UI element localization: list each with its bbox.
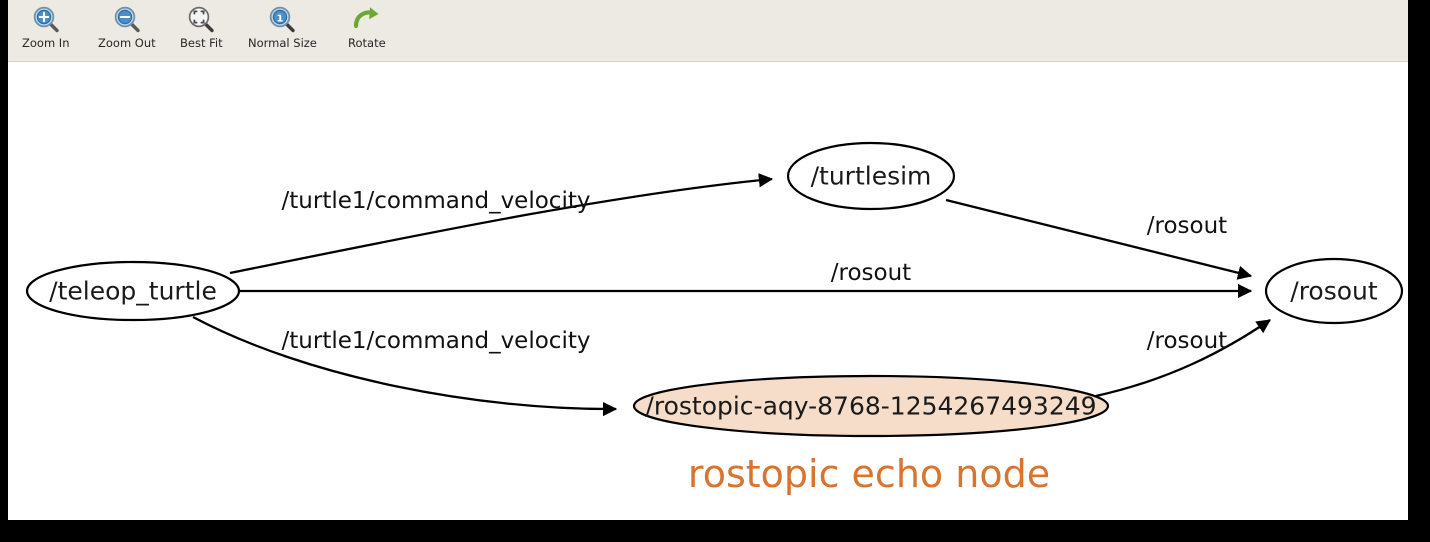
normal-size-icon: 1 (265, 4, 299, 34)
node-label: /teleop_turtle (49, 277, 217, 306)
graph-node-rostopic[interactable]: /rostopic-aqy-8768-1254267493249 (632, 374, 1110, 438)
node-shape (786, 141, 956, 211)
rotate-icon (350, 4, 384, 34)
zoom-in-icon (29, 4, 63, 34)
zoom-out-icon (110, 4, 144, 34)
edge-path (945, 198, 1253, 280)
toolbar-button-best-fit[interactable]: Best Fit (180, 4, 223, 58)
toolbar-label-zoom-in: Zoom In (22, 36, 70, 50)
graph-node-turtlesim[interactable]: /turtlesim (786, 141, 956, 211)
annotation-rostopic-echo-node: rostopic echo node (688, 452, 1050, 496)
toolbar-label-best-fit: Best Fit (180, 36, 223, 50)
edge-teleop-to-rosout: /rosout (240, 260, 1253, 299)
ros-graph-canvas[interactable]: /turtle1/command_velocity /rosout /turtl… (8, 62, 1408, 520)
node-label: /rostopic-aqy-8768-1254267493249 (645, 392, 1096, 421)
graph-edges: /turtle1/command_velocity /rosout /turtl… (192, 173, 1271, 417)
node-shape (25, 260, 241, 322)
toolbar-button-zoom-out[interactable]: Zoom Out (98, 4, 156, 58)
ros-node-graph: /turtle1/command_velocity /rosout /turtl… (25, 141, 1404, 496)
graph-node-rosout[interactable]: /rosout (1264, 257, 1404, 325)
node-shape (632, 374, 1110, 438)
node-label: /turtlesim (811, 162, 932, 191)
edge-label: /turtle1/command_velocity (282, 188, 591, 214)
toolbar-label-zoom-out: Zoom Out (98, 36, 156, 50)
edge-label: /turtle1/command_velocity (282, 328, 591, 354)
node-shape (1264, 257, 1404, 325)
toolbar-label-normal-size: Normal Size (248, 36, 317, 50)
edge-path (229, 173, 774, 275)
image-viewer-window: Zoom In Zoom Out (8, 0, 1408, 520)
node-label: /rosout (1290, 277, 1378, 306)
graph-node-teleop-turtle[interactable]: /teleop_turtle (25, 260, 241, 322)
graph-nodes: /teleop_turtle /turtlesim /rosout /rosto… (25, 141, 1404, 438)
toolbar-button-rotate[interactable]: Rotate (348, 4, 386, 58)
toolbar-button-zoom-in[interactable]: Zoom In (22, 4, 70, 58)
edge-teleop-to-rostopic: /turtle1/command_velocity (192, 315, 618, 417)
edge-rostopic-to-rosout: /rosout (1095, 319, 1271, 398)
edge-teleop-to-turtlesim: /turtle1/command_velocity (229, 173, 774, 275)
edge-label: /rosout (1147, 328, 1227, 354)
edge-label: /rosout (831, 260, 911, 286)
viewer-toolbar: Zoom In Zoom Out (8, 0, 1408, 62)
toolbar-button-normal-size[interactable]: 1 Normal Size (248, 4, 317, 58)
svg-text:1: 1 (277, 13, 284, 24)
best-fit-icon (184, 4, 218, 34)
toolbar-label-rotate: Rotate (348, 36, 386, 50)
edge-label: /rosout (1147, 213, 1227, 239)
edge-path (192, 315, 618, 417)
edge-path (1095, 319, 1271, 398)
edge-turtlesim-to-rosout: /rosout (945, 198, 1253, 280)
